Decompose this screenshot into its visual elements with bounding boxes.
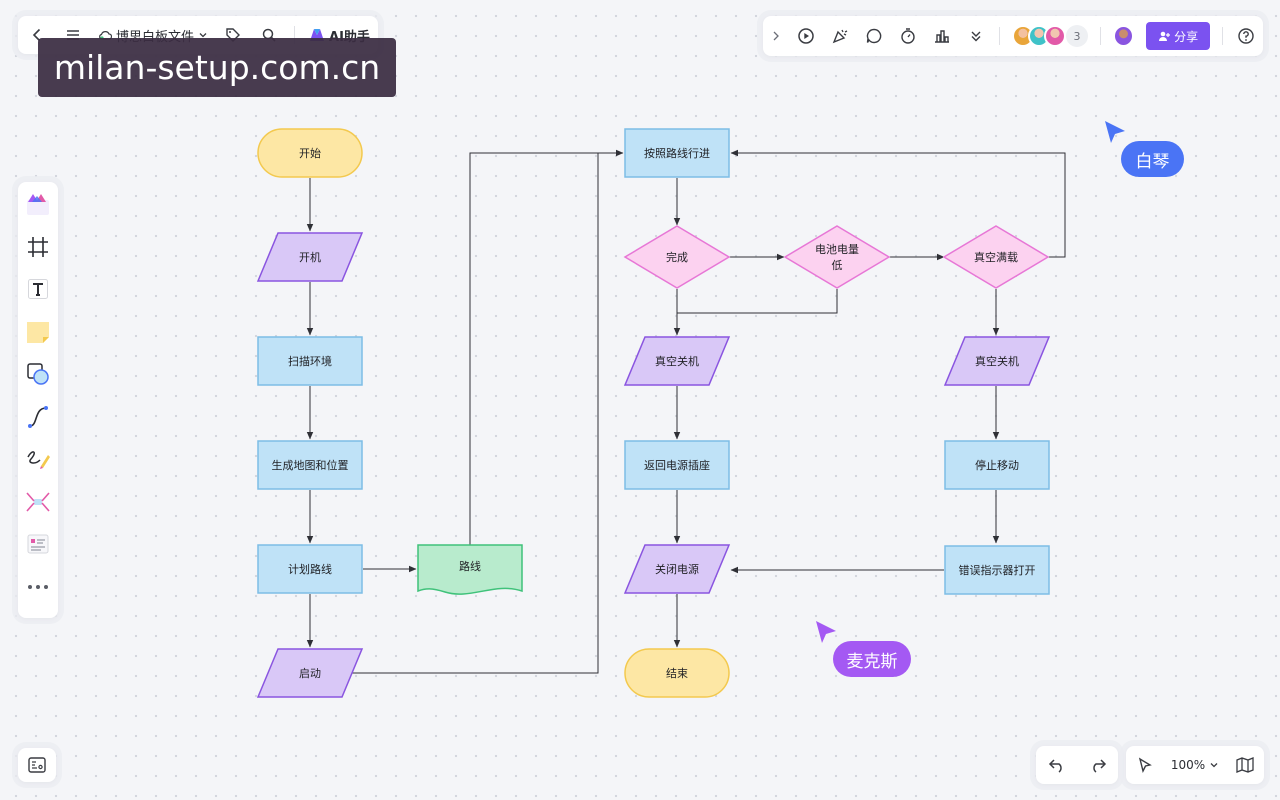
- sticky-note-icon[interactable]: [22, 316, 54, 348]
- current-user-avatar[interactable]: [1113, 25, 1135, 47]
- node-label: 真空关机: [975, 354, 1019, 368]
- connector: [677, 289, 838, 314]
- node-label: 返回电源插座: [644, 458, 710, 472]
- mindmap-icon[interactable]: [22, 486, 54, 518]
- pen-draw-icon[interactable]: [22, 443, 54, 475]
- history-controls: [1036, 746, 1118, 784]
- share-button[interactable]: 分享: [1146, 22, 1210, 50]
- node-label: 路线: [459, 559, 481, 573]
- outline-icon: [28, 757, 46, 773]
- node-label: 计划路线: [288, 562, 332, 576]
- tool-palette: [18, 182, 58, 618]
- cursor-tag-maikesi: 麦克斯: [833, 641, 911, 677]
- node-label: 开机: [299, 250, 321, 264]
- node-return-outlet[interactable]: 返回电源插座: [624, 440, 730, 490]
- node-map[interactable]: 生成地图和位置: [257, 440, 363, 490]
- zoom-level: 100%: [1170, 758, 1206, 772]
- select-pointer-icon[interactable]: [1134, 754, 1156, 776]
- node-label: 开始: [299, 146, 321, 160]
- card-table-icon[interactable]: [22, 528, 54, 560]
- add-user-icon: [1159, 31, 1171, 41]
- double-chevron-down-icon[interactable]: [965, 25, 987, 47]
- connector-line-icon[interactable]: [22, 401, 54, 433]
- more-tools-icon[interactable]: [22, 571, 54, 603]
- undo-icon[interactable]: [1046, 754, 1068, 776]
- comment-icon[interactable]: [863, 25, 885, 47]
- node-label: 按照路线行进: [644, 146, 710, 160]
- node-follow-route[interactable]: 按照路线行进: [624, 128, 730, 178]
- node-label: 完成: [666, 250, 688, 264]
- play-presentation-icon[interactable]: [795, 25, 817, 47]
- chevron-down-icon: [199, 33, 207, 38]
- node-battery-low[interactable]: 电池电量 低: [783, 225, 891, 289]
- board-outline-button[interactable]: [18, 748, 56, 782]
- zoom-controls: 100%: [1126, 746, 1264, 784]
- help-icon[interactable]: [1235, 25, 1257, 47]
- minimap-icon[interactable]: [1234, 754, 1256, 776]
- node-done[interactable]: 完成: [623, 225, 731, 289]
- chevron-down-icon: [1210, 763, 1218, 768]
- share-label: 分享: [1174, 29, 1199, 44]
- node-power-off[interactable]: 关闭电源: [623, 544, 731, 594]
- celebrate-icon[interactable]: [829, 25, 851, 47]
- node-label: 错误指示器打开: [959, 563, 1036, 577]
- node-vacuum-off-left[interactable]: 真空关机: [623, 336, 731, 386]
- node-power-on[interactable]: 开机: [256, 232, 364, 282]
- templates-icon[interactable]: [22, 188, 54, 220]
- node-stop-moving[interactable]: 停止移动: [944, 440, 1050, 490]
- connectors: [306, 149, 1066, 674]
- node-label: 真空满载: [974, 250, 1018, 264]
- node-label: 生成地图和位置: [272, 458, 349, 472]
- node-scan[interactable]: 扫描环境: [257, 336, 363, 386]
- vote-chart-icon[interactable]: [931, 25, 953, 47]
- node-vacuum-full[interactable]: 真空满载: [942, 225, 1050, 289]
- divider: [1222, 27, 1223, 45]
- cursor-tag-baiqin: 白琴: [1121, 141, 1184, 177]
- node-launch[interactable]: 启动: [256, 648, 364, 698]
- connector: [349, 153, 599, 674]
- node-label: 真空关机: [655, 354, 699, 368]
- frame-icon[interactable]: [22, 231, 54, 263]
- node-error-indicator[interactable]: 错误指示器打开: [944, 545, 1050, 595]
- connector: [730, 149, 1066, 258]
- node-vacuum-off-right[interactable]: 真空关机: [943, 336, 1051, 386]
- back-icon[interactable]: [26, 24, 48, 46]
- node-label: 启动: [299, 667, 321, 680]
- node-label: 停止移动: [975, 458, 1019, 472]
- divider: [294, 26, 296, 44]
- divider: [1100, 27, 1101, 45]
- timer-icon[interactable]: [897, 25, 919, 47]
- node-label: 关闭电源: [655, 562, 699, 576]
- node-plan[interactable]: 计划路线: [257, 544, 363, 594]
- shapes-icon[interactable]: [22, 358, 54, 390]
- node-route[interactable]: 路线: [417, 544, 523, 595]
- node-label: 结束: [666, 667, 688, 680]
- watermark-banner: milan-setup.com.cn: [38, 38, 396, 97]
- collaborator-avatars[interactable]: 3: [1012, 25, 1088, 47]
- node-label: 电池电量: [815, 243, 859, 256]
- collaborator-count-badge: 3: [1066, 25, 1088, 47]
- node-start[interactable]: 开始: [257, 128, 363, 178]
- node-label: 扫描环境: [288, 354, 332, 368]
- node-end[interactable]: 结束: [624, 648, 730, 698]
- divider: [999, 27, 1000, 45]
- chevron-right-icon[interactable]: [769, 25, 783, 47]
- avatar: [1044, 25, 1066, 47]
- text-icon[interactable]: [22, 273, 54, 305]
- top-right-toolbar: 3 分享: [763, 16, 1263, 56]
- connector: [469, 149, 624, 545]
- cursor-arrow-icon: [1105, 121, 1125, 143]
- node-label: 低: [832, 259, 843, 272]
- redo-icon[interactable]: [1087, 754, 1109, 776]
- zoom-level-dropdown[interactable]: 100%: [1171, 758, 1219, 772]
- cursor-arrow-icon: [816, 621, 836, 643]
